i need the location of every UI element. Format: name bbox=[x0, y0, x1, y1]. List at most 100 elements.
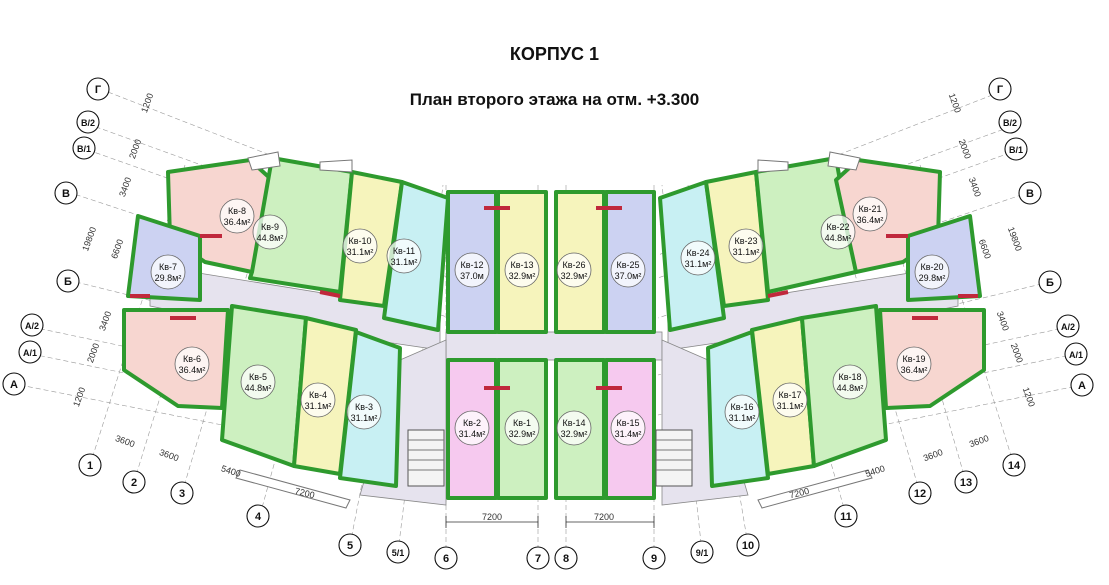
apartment-label-circle bbox=[454, 410, 490, 446]
apartment-name: Кв-3 bbox=[355, 402, 373, 412]
dimension-right-5: 3400 bbox=[995, 310, 1011, 332]
axis-bubble-left-4: Б bbox=[56, 269, 80, 293]
dimension-right-6: 2000 bbox=[1009, 342, 1025, 364]
apartment-label-circle bbox=[346, 394, 382, 430]
apartment-label-4[interactable]: Кв-431.1м² bbox=[300, 382, 336, 418]
apartment-name: Кв-5 bbox=[249, 372, 267, 382]
apartment-name: Кв-14 bbox=[562, 418, 585, 428]
svg-text:В: В bbox=[62, 188, 70, 200]
apartment-area: 31.4м² bbox=[459, 429, 486, 439]
svg-text:Г: Г bbox=[997, 84, 1004, 96]
svg-text:7: 7 bbox=[535, 553, 541, 565]
apartment-area: 29.8м² bbox=[155, 273, 182, 283]
apartment-label-circle bbox=[504, 252, 540, 288]
apartment-label-5[interactable]: Кв-544.8м² bbox=[240, 364, 276, 400]
axis-bubble-left-0: Г bbox=[86, 77, 110, 101]
svg-text:А/1: А/1 bbox=[23, 348, 37, 358]
apartment-label-circle bbox=[556, 252, 592, 288]
apartment-area: 31.1м² bbox=[305, 401, 332, 411]
axis-bubble-number-7: 7 bbox=[526, 546, 550, 570]
apartment-label-circle bbox=[556, 410, 592, 446]
svg-text:4: 4 bbox=[255, 511, 262, 523]
apartment-label-circle bbox=[832, 364, 868, 400]
apartment-area: 44.8м² bbox=[837, 383, 864, 393]
dimension-bottom-2: 5400 bbox=[220, 463, 242, 479]
apartment-label-1[interactable]: Кв-132.9м² bbox=[504, 410, 540, 446]
dimension-bottom-4: 7200 bbox=[482, 512, 502, 522]
axis-bubble-right-6: А/1 bbox=[1064, 342, 1088, 366]
svg-text:13: 13 bbox=[960, 477, 972, 489]
svg-text:А: А bbox=[1078, 380, 1086, 392]
apartment-name: Кв-20 bbox=[920, 262, 943, 272]
apartment-label-6[interactable]: Кв-636.4м² bbox=[174, 346, 210, 382]
dimension-left-3: 6600 bbox=[109, 238, 125, 260]
apartment-name: Кв-23 bbox=[734, 236, 757, 246]
axis-bubble-left-3: В bbox=[54, 181, 78, 205]
apartment-label-circle bbox=[342, 228, 378, 264]
apartment-area: 37.0м² bbox=[615, 271, 642, 281]
apartment-label-2[interactable]: Кв-231.4м² bbox=[454, 410, 490, 446]
dimension-left-2: 3400 bbox=[117, 176, 133, 198]
svg-text:8: 8 bbox=[563, 553, 569, 565]
axis-bubble-number-15: 14 bbox=[1002, 453, 1026, 477]
apartment-label-circle bbox=[772, 382, 808, 418]
axis-bubble-right-3: В bbox=[1018, 181, 1042, 205]
apartment-name: Кв-18 bbox=[838, 372, 861, 382]
apartment-area: 44.8м² bbox=[825, 233, 852, 243]
apartment-label-7[interactable]: Кв-729.8м² bbox=[150, 254, 186, 290]
apartment-name: Кв-19 bbox=[902, 354, 925, 364]
apartment-label-8[interactable]: Кв-836.4м² bbox=[219, 198, 255, 234]
dimension-bottom-6: 7200 bbox=[788, 486, 810, 501]
dimension-left-0: 1200 bbox=[139, 92, 155, 114]
stairwell-right bbox=[655, 429, 693, 487]
apartment-area: 29.8м² bbox=[919, 273, 946, 283]
apartment-label-circle bbox=[610, 252, 646, 288]
apartment-area: 31.1м² bbox=[729, 413, 756, 423]
apartment-area: 36.4м² bbox=[179, 365, 206, 375]
apartment-13-area bbox=[496, 190, 548, 334]
apartment-name: Кв-6 bbox=[183, 354, 201, 364]
svg-text:В/1: В/1 bbox=[1009, 145, 1023, 155]
axis-bubble-number-4: 5 bbox=[338, 533, 362, 557]
dimension-bottom-7: 5400 bbox=[864, 463, 886, 479]
wall-accents bbox=[130, 206, 978, 390]
apartment-area: 32.9м² bbox=[509, 271, 536, 281]
apartment-label-9[interactable]: Кв-944.8м² bbox=[252, 214, 288, 250]
apartment-area: 31.1м² bbox=[777, 401, 804, 411]
dimension-bottom-0: 3600 bbox=[114, 433, 136, 449]
apartment-area: 31.1м² bbox=[351, 413, 378, 423]
apartment-name: Кв-13 bbox=[510, 260, 533, 270]
apartment-label-3[interactable]: Кв-331.1м² bbox=[346, 394, 382, 430]
apartment-name: Кв-24 bbox=[686, 248, 709, 258]
svg-text:В: В bbox=[1026, 188, 1034, 200]
page-title: КОРПУС 1 bbox=[509, 44, 600, 64]
apartment-area: 32.9м² bbox=[561, 429, 588, 439]
dimension-right-0: 1200 bbox=[947, 92, 963, 114]
svg-text:А: А bbox=[10, 379, 18, 391]
stairwells bbox=[407, 429, 693, 487]
dimension-bottom-1: 3600 bbox=[158, 447, 180, 463]
axis-bubble-right-5: А/2 bbox=[1056, 314, 1080, 338]
svg-text:Г: Г bbox=[95, 84, 102, 96]
axis-bubble-number-8: 8 bbox=[554, 546, 578, 570]
apartment-area: 31.4м² bbox=[615, 429, 642, 439]
